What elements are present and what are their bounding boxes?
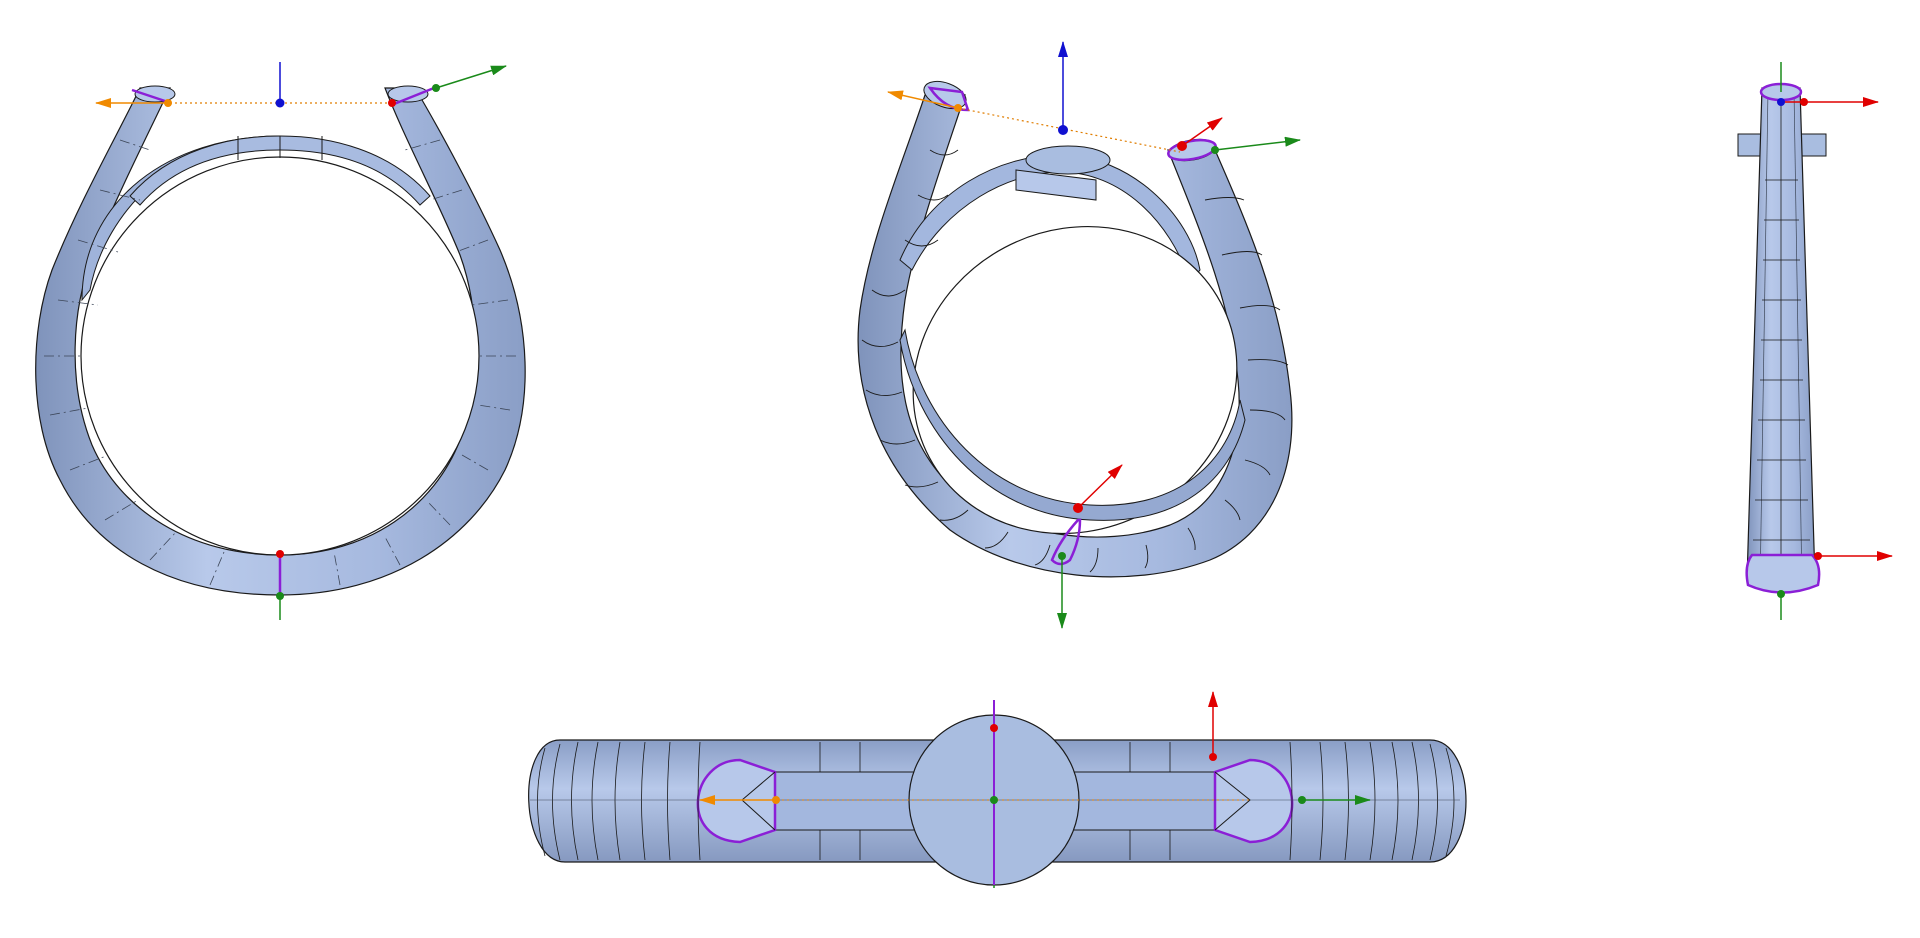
front-orange-handle[interactable] — [164, 99, 172, 107]
top-view[interactable] — [528, 691, 1467, 888]
top-center-handle[interactable] — [990, 796, 998, 804]
iso-red-handle-top[interactable] — [1177, 141, 1187, 151]
iso-profile-right — [1167, 138, 1217, 162]
top-profile-left — [696, 758, 777, 844]
iso-green-handle-top[interactable] — [1211, 146, 1219, 154]
iso-gizmo-arrow-x-bottom[interactable] — [1077, 464, 1123, 509]
side-bottom-profile — [1745, 553, 1821, 594]
iso-gizmo-arrow-y-top[interactable] — [1214, 136, 1301, 151]
isometric-view[interactable] — [857, 41, 1301, 629]
iso-gizmo-arrow-x-top[interactable] — [1181, 117, 1223, 147]
iso-gizmo-arrow-orange[interactable] — [887, 90, 959, 109]
iso-orange-handle[interactable] — [954, 104, 962, 112]
iso-green-handle-bottom[interactable] — [1058, 552, 1066, 560]
front-left-cap — [134, 85, 176, 103]
front-band-top — [129, 135, 431, 206]
side-isolines — [1753, 179, 1810, 541]
iso-center-disc-top — [1025, 145, 1111, 175]
front-view[interactable] — [35, 62, 526, 620]
side-view[interactable] — [1737, 62, 1893, 620]
iso-isolines — [861, 149, 1289, 573]
top-red-handle-right[interactable] — [1209, 753, 1217, 761]
front-inner-hole — [80, 156, 480, 556]
front-blue-handle[interactable] — [275, 98, 285, 108]
iso-blue-handle[interactable] — [1058, 125, 1068, 135]
iso-inner-band — [899, 154, 1201, 284]
iso-center-disc-side — [1015, 169, 1097, 201]
side-blue-handle[interactable] — [1777, 98, 1785, 106]
front-isolines — [44, 139, 516, 586]
iso-inner-wall — [899, 328, 1246, 521]
iso-ring-outer-body — [857, 94, 1293, 578]
gizmo-arrow-y[interactable] — [435, 65, 507, 89]
front-right-cap — [387, 85, 429, 103]
top-profile-right — [1213, 758, 1294, 844]
front-green-handle[interactable] — [432, 84, 440, 92]
side-red-handle-top[interactable] — [1800, 98, 1808, 106]
side-red-handle-bottom[interactable] — [1814, 552, 1822, 560]
iso-guide-line — [957, 107, 1181, 153]
front-red-handle[interactable] — [388, 99, 396, 107]
top-orange-handle[interactable] — [772, 796, 780, 804]
top-green-handle[interactable] — [1298, 796, 1306, 804]
iso-red-handle-bottom[interactable] — [1073, 503, 1083, 513]
front-bottom-red-handle[interactable] — [276, 550, 284, 558]
front-profile-right — [393, 86, 435, 106]
top-red-handle-center[interactable] — [990, 724, 998, 732]
front-profile-left — [131, 88, 169, 104]
